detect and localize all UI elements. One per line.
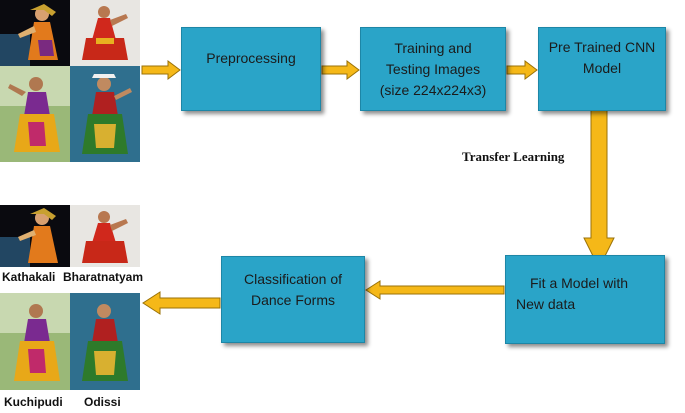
classification-box: Classification of Dance Forms — [221, 256, 365, 343]
dancer-figure-icon — [0, 208, 58, 267]
arrow-classification-to-output — [142, 291, 221, 315]
dancer-figure-icon — [0, 293, 70, 381]
preprocessing-box: Preprocessing — [181, 27, 321, 111]
training-testing-box: Training and Testing Images (size 224x22… — [360, 27, 506, 111]
label-kuchipudi: Kuchipudi — [4, 395, 63, 409]
dancer-figure-icon — [82, 6, 128, 60]
arrow-fit-to-classification — [365, 280, 505, 300]
output-image-bharatnatyam — [70, 205, 140, 267]
dancer-figure-icon — [82, 74, 132, 154]
dancer-figure-icon — [82, 211, 128, 263]
classification-label-line2: Dance Forms — [250, 291, 335, 308]
fit-model-label-line1: Fit a Model with — [530, 274, 629, 291]
input-image-odissi — [70, 66, 140, 162]
classification-label-line1: Classification of — [243, 270, 343, 287]
arrow-training-to-pretrained — [506, 60, 538, 80]
pretrained-cnn-label-line2: Model — [582, 60, 622, 76]
transfer-learning-label: Transfer Learning — [462, 149, 565, 164]
label-odissi: Odissi — [84, 395, 121, 409]
output-image-kathakali — [0, 205, 70, 267]
label-bharatnatyam: Bharatnatyam — [63, 270, 144, 284]
arrow-input-to-preprocessing — [141, 60, 181, 80]
training-testing-label-line2: Testing Images — [385, 60, 481, 77]
training-testing-label-line1: Training and — [394, 39, 472, 56]
fit-model-box: Fit a Model with New data — [505, 255, 665, 344]
preprocessing-label: Preprocessing — [206, 49, 296, 66]
arrow-preprocessing-to-training — [321, 60, 360, 80]
arrow-pretrained-to-fit-model — [583, 107, 615, 270]
training-testing-label-line3: (size 224x224x3) — [379, 81, 487, 98]
input-image-kathakali — [0, 0, 70, 66]
fit-model-label-line2: New data — [516, 295, 576, 312]
output-image-kuchipudi — [0, 293, 70, 390]
pretrained-cnn-box: Pre Trained CNN Model — [538, 27, 666, 111]
dancer-figure-icon — [0, 4, 58, 66]
input-image-kuchipudi — [0, 66, 70, 162]
dancer-figure-icon — [82, 304, 128, 381]
dancer-figure-icon — [0, 66, 70, 152]
label-kathakali: Kathakali — [2, 270, 56, 284]
pretrained-cnn-label-line1: Pre Trained CNN — [548, 39, 656, 55]
input-image-bharatnatyam — [70, 0, 140, 66]
output-image-odissi — [70, 293, 140, 390]
